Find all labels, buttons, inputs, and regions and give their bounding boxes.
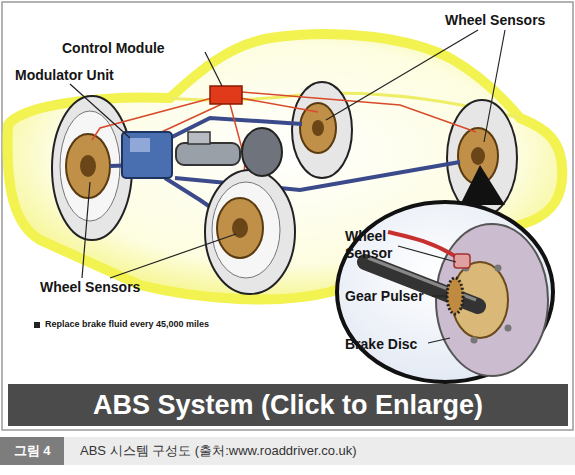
inset-pointer (460, 165, 505, 205)
figure-caption: ABS 시스템 구성도 (출처:www.roaddriver.co.uk) (80, 437, 570, 465)
brake-disc (436, 224, 548, 376)
leader-line (484, 30, 505, 142)
inset-circle (337, 202, 553, 382)
leader-line (70, 84, 130, 138)
title-banner (8, 384, 568, 426)
figure-number-box: 그림 4 (0, 437, 64, 465)
leader-line (205, 52, 222, 86)
caption-band (64, 437, 575, 465)
gear-pulser (447, 278, 463, 314)
brake-line (175, 162, 460, 190)
leader-line (82, 182, 90, 278)
part-label: Gear Pulser (345, 288, 435, 305)
leader-line (398, 246, 456, 262)
picture-frame (2, 2, 573, 430)
wheel-stud (471, 337, 478, 344)
wheel-stud (495, 265, 502, 272)
control-module (210, 86, 242, 104)
brake-hub (217, 198, 263, 258)
banner-title: ABS System (Click to Enlarge) (8, 384, 568, 426)
part-label: Wheel Sensors (40, 279, 170, 296)
hub-center (312, 120, 324, 136)
tire (447, 100, 517, 216)
master-cylinder (176, 143, 240, 165)
note-bullet (34, 322, 40, 328)
part-label: Brake Disc (345, 336, 435, 353)
part-label: Modulator Unit (15, 67, 145, 84)
wheel-rim (212, 182, 280, 278)
sensor-wire (242, 92, 476, 132)
tire (205, 170, 295, 294)
sensor-wire (155, 104, 222, 135)
leader-line (110, 234, 236, 278)
tire (52, 96, 132, 240)
fluid-reservoir (188, 132, 210, 144)
leader-line (326, 30, 478, 120)
modulator-valve (130, 138, 150, 152)
sensor-wire (240, 98, 318, 112)
node-text: 그림 4 (14, 442, 51, 460)
note-text: Replace brake fluid every 45,000 miles (45, 319, 295, 330)
modulator-unit (122, 132, 172, 178)
hub-center (471, 147, 485, 165)
part-label: Wheel Sensors (445, 12, 570, 29)
wheel-sensor (454, 254, 470, 268)
brake-hub (66, 134, 110, 198)
leader-line (428, 338, 450, 343)
sensor-cable (388, 232, 458, 258)
leader-line (432, 295, 448, 296)
part-label: Control Module (62, 40, 192, 57)
brake-booster (242, 128, 282, 176)
wheel-stud (505, 325, 512, 332)
part-label: Wheel Sensor (345, 228, 403, 262)
hub-center (80, 155, 96, 177)
